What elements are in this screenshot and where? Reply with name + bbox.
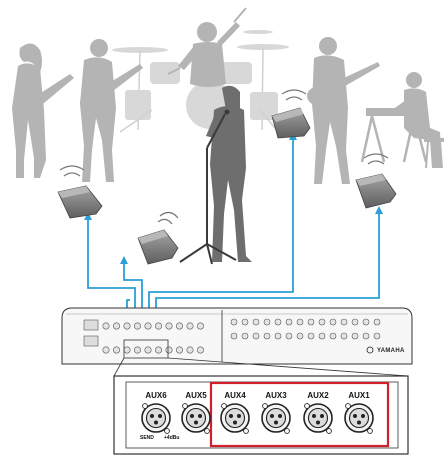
mixer-jack [329, 318, 337, 326]
output-label-aux6: AUX6 [145, 391, 167, 400]
output-jack-aux1: AUX1 [344, 391, 374, 435]
highlight-frame [209, 381, 390, 448]
mixer-jack [296, 318, 304, 326]
xlr-connector-icon [181, 402, 211, 435]
phantom-label: +4dBu [164, 435, 179, 441]
output-jack-aux3: AUX3 [261, 391, 291, 435]
mixer-jack [285, 318, 293, 326]
mixer-jack [241, 332, 249, 340]
mixer-jack [307, 318, 315, 326]
mixer-jack [307, 332, 315, 340]
mixer-jack [197, 346, 205, 354]
mixer-jack [296, 332, 304, 340]
mixer-jack [186, 346, 194, 354]
mixer-jack [274, 318, 282, 326]
xlr-connector-icon [303, 402, 333, 435]
mixer-console: YAMAHA [61, 307, 413, 365]
monitor-speaker-1 [57, 165, 103, 219]
mixer-jack [165, 346, 173, 354]
output-panel-zoom: AUX6 AUX5 AUX4 AUX3 AUX2 AUX1 SEND +4dBu [113, 375, 409, 455]
mixer-jack [340, 318, 348, 326]
vocalist-silhouette [206, 85, 252, 262]
mic-stand [179, 109, 237, 265]
mixer-jack [362, 318, 370, 326]
mixer-jack [134, 322, 142, 330]
output-jack-aux4: AUX4 [220, 391, 250, 435]
output-label-aux1: AUX1 [348, 391, 370, 400]
output-jack-aux2: AUX2 [303, 391, 333, 435]
mixer-brand-logo: YAMAHA [377, 348, 405, 354]
output-label-aux2: AUX2 [307, 391, 329, 400]
output-label-aux5: AUX5 [185, 391, 207, 400]
mixer-jack [186, 322, 194, 330]
mixer-jack [102, 346, 110, 354]
mixer-jack [351, 318, 359, 326]
mixer-jack [373, 318, 381, 326]
mixer-jack [230, 318, 238, 326]
keyboardist-silhouette [360, 72, 444, 169]
mixer-jack [351, 332, 359, 340]
mixer-jack [263, 318, 271, 326]
yamaha-emblem-icon [366, 346, 374, 354]
monitor-speaker-4 [355, 153, 397, 209]
monitor-speaker-3 [271, 89, 311, 139]
guitarist-left-silhouette [12, 43, 74, 178]
output-jack-aux5: AUX5 [181, 391, 211, 435]
mixer-jack [102, 322, 110, 330]
mixer-jack [144, 322, 152, 330]
callout-lines [113, 357, 409, 377]
output-jack-aux6: AUX6 [141, 391, 171, 435]
mixer-jack [113, 322, 121, 330]
xlr-connector-icon [261, 402, 291, 435]
drum-kit [112, 30, 289, 135]
mixer-jack [123, 322, 131, 330]
mixer-jack [144, 346, 152, 354]
mixer-jack [241, 318, 249, 326]
mixer-jack [329, 332, 337, 340]
xlr-connector-icon [141, 402, 171, 435]
xlr-connector-icon [344, 402, 374, 435]
mixer-jack [340, 332, 348, 340]
mixer-jack [123, 346, 131, 354]
mixer-jack [373, 332, 381, 340]
mixer-jack [362, 332, 370, 340]
mixer-jack [113, 346, 121, 354]
guitarist-right-silhouette [307, 37, 380, 184]
mixer-jack-panel [102, 318, 381, 354]
mixer-jack [155, 322, 163, 330]
output-label-aux3: AUX3 [265, 391, 287, 400]
mixer-jack [134, 346, 142, 354]
mixer-jack [274, 332, 282, 340]
mixer-jack [285, 332, 293, 340]
mixer-jack [252, 318, 260, 326]
mixer-jack [155, 346, 163, 354]
mixer-jack [197, 322, 205, 330]
mixer-jack [263, 332, 271, 340]
mixer-jack [176, 346, 184, 354]
mixer-jack [165, 322, 173, 330]
mixer-jack [176, 322, 184, 330]
monitor-speaker-2 [137, 211, 179, 265]
mixer-jack [230, 332, 238, 340]
xlr-connector-icon [220, 402, 250, 435]
send-label: SEND [140, 435, 154, 441]
mixer-jack [318, 332, 326, 340]
drummer-silhouette [167, 7, 247, 87]
mixer-jack [318, 318, 326, 326]
mixer-jack [252, 332, 260, 340]
bassist-silhouette [80, 39, 143, 182]
output-label-aux4: AUX4 [224, 391, 246, 400]
